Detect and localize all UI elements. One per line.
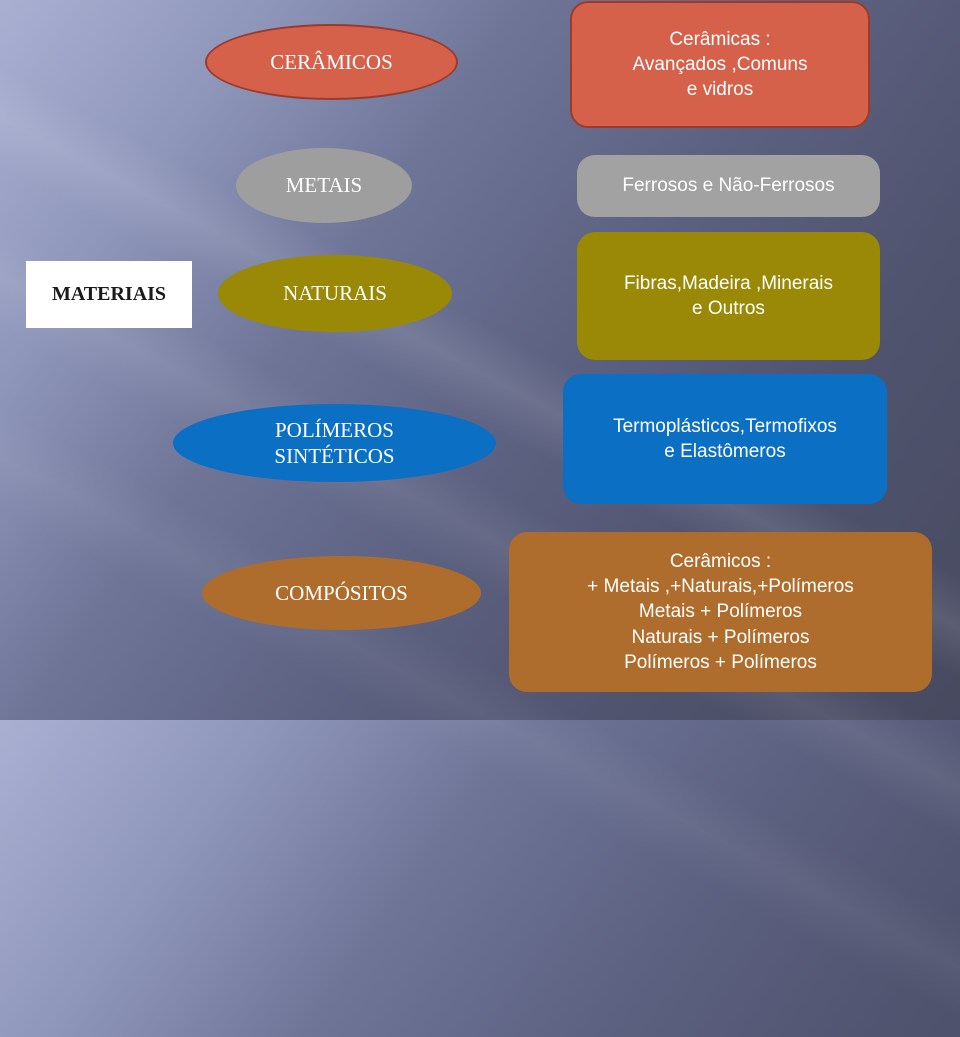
polimeros-label: POLÍMEROS SINTÉTICOS <box>274 417 395 468</box>
naturais-detail-text: Fibras,Madeira ,Minerais e Outros <box>623 272 834 319</box>
polimeros-detail-text: Termoplásticos,Termofixos e Elastômeros <box>613 415 837 462</box>
polimeros-detail-box: Termoplásticos,Termofixos e Elastômeros <box>563 374 887 504</box>
metais-label: METAIS <box>285 173 363 198</box>
naturais-ellipse: NATURAIS <box>218 255 452 332</box>
ceramicos-detail-text: Cerâmicas : Avançados ,Comuns e vidros <box>632 28 808 101</box>
metais-ellipse: METAIS <box>236 148 412 223</box>
compositos-detail-text: Cerâmicos : + Metais ,+Naturais,+Polímer… <box>587 551 854 673</box>
metais-detail-box: Ferrosos e Não-Ferrosos <box>577 155 880 217</box>
polimeros-ellipse: POLÍMEROS SINTÉTICOS <box>173 404 496 482</box>
metais-detail-text: Ferrosos e Não-Ferrosos <box>622 175 835 197</box>
materiais-label: MATERIAIS <box>51 283 167 305</box>
ceramicos-ellipse: CERÂMICOS <box>205 24 458 100</box>
naturais-detail-box: Fibras,Madeira ,Minerais e Outros <box>577 232 880 360</box>
compositos-label: COMPÓSITOS <box>275 580 408 605</box>
compositos-detail-box: Cerâmicos : + Metais ,+Naturais,+Polímer… <box>509 532 932 692</box>
ceramicos-label: CERÂMICOS <box>270 49 393 74</box>
materiais-root-box: MATERIAIS <box>26 261 192 328</box>
ceramicos-detail-box: Cerâmicas : Avançados ,Comuns e vidros <box>570 1 870 128</box>
naturais-label: NATURAIS <box>283 281 387 306</box>
compositos-ellipse: COMPÓSITOS <box>202 556 481 630</box>
